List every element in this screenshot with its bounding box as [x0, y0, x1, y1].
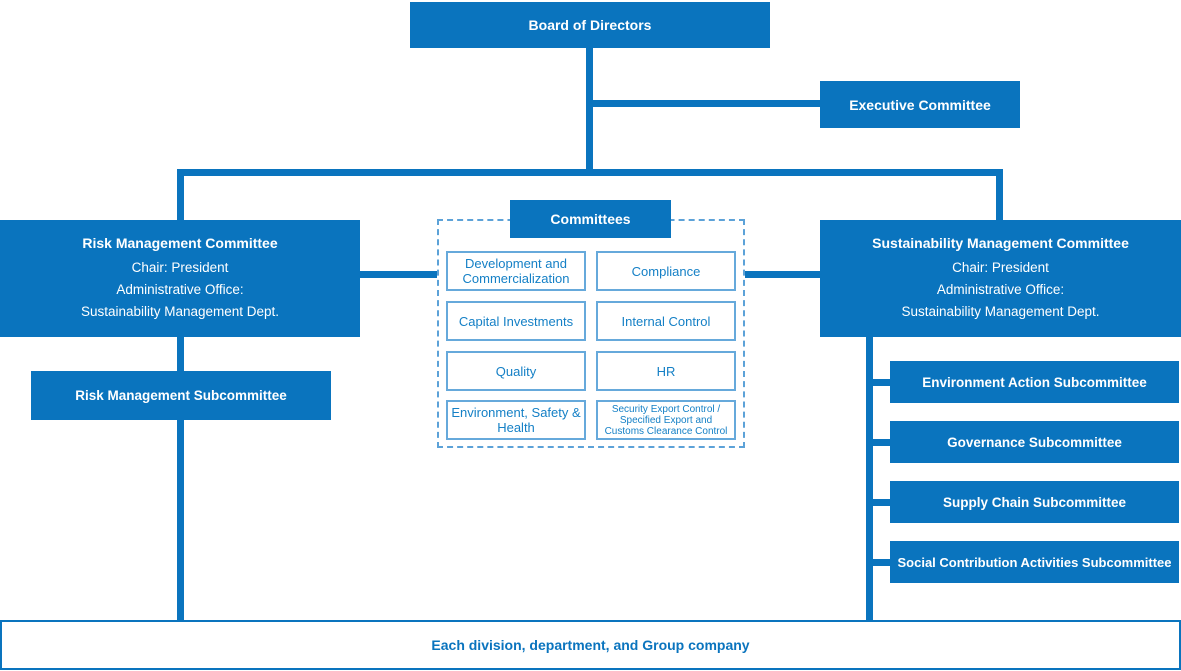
- executive-committee-label: Executive Committee: [849, 96, 991, 113]
- executive-committee-box: Executive Committee: [820, 81, 1020, 128]
- sustainability-committee-chair: Chair: President: [952, 260, 1049, 275]
- committees-header-box: Committees: [510, 200, 671, 238]
- risk-management-committee-box: Risk Management Committee Chair: Preside…: [0, 220, 360, 337]
- social-contribution-subcommittee-label: Social Contribution Activities Subcommit…: [897, 554, 1172, 570]
- committee-item-internal-control: Internal Control: [596, 301, 736, 341]
- environment-action-subcommittee-box: Environment Action Subcommittee: [890, 361, 1179, 403]
- committee-item-environment-safety-health: Environment, Safety & Health: [446, 400, 586, 440]
- divisions-box: Each division, department, and Group com…: [0, 620, 1181, 670]
- connector-right-trunk: [996, 169, 1003, 220]
- divisions-label: Each division, department, and Group com…: [431, 637, 750, 653]
- sustainability-management-committee-title: Sustainability Management Committee: [872, 235, 1129, 251]
- governance-subcommittee-box: Governance Subcommittee: [890, 421, 1179, 463]
- risk-management-subcommittee-box: Risk Management Subcommittee: [31, 371, 331, 420]
- sustainability-committee-office-value: Sustainability Management Dept.: [901, 304, 1100, 319]
- supply-chain-subcommittee-box: Supply Chain Subcommittee: [890, 481, 1179, 523]
- connector-subcommittee-branch-4: [866, 559, 890, 566]
- connector-executive-branch: [586, 100, 820, 107]
- committee-item-security-export-control: Security Export Control / Specified Expo…: [596, 400, 736, 440]
- sustainability-management-committee-box: Sustainability Management Committee Chai…: [820, 220, 1181, 337]
- risk-committee-office-label: Administrative Office:: [116, 282, 244, 297]
- risk-management-committee-title: Risk Management Committee: [82, 235, 278, 251]
- connector-subcommittee-branch-1: [866, 379, 890, 386]
- sustainability-committee-office-label: Administrative Office:: [936, 282, 1065, 297]
- connector-risk-to-committees: [360, 271, 437, 278]
- connector-subcommittee-branch-3: [866, 499, 890, 506]
- connector-sustainability-trunk: [866, 337, 873, 620]
- social-contribution-subcommittee-box: Social Contribution Activities Subcommit…: [890, 541, 1179, 583]
- committee-item-quality: Quality: [446, 351, 586, 391]
- committee-item-hr: HR: [596, 351, 736, 391]
- governance-subcommittee-label: Governance Subcommittee: [947, 434, 1122, 450]
- risk-management-subcommittee-label: Risk Management Subcommittee: [75, 388, 287, 403]
- supply-chain-subcommittee-label: Supply Chain Subcommittee: [942, 494, 1127, 510]
- committee-item-capital-investments: Capital Investments: [446, 301, 586, 341]
- connector-board-trunk: [586, 48, 593, 176]
- connector-main-horizontal: [177, 169, 1003, 176]
- connector-committees-to-sustainability: [745, 271, 820, 278]
- board-of-directors-label: Board of Directors: [528, 17, 652, 33]
- committee-item-compliance: Compliance: [596, 251, 736, 291]
- committees-header-label: Committees: [550, 211, 631, 227]
- committee-item-development-and-commercialization: Development and Commercialization: [446, 251, 586, 291]
- board-of-directors-box: Board of Directors: [410, 2, 770, 48]
- risk-committee-chair: Chair: President: [131, 260, 229, 275]
- risk-committee-office-value: Sustainability Management Dept.: [80, 304, 280, 319]
- connector-subcommittee-branch-2: [866, 439, 890, 446]
- environment-action-subcommittee-label: Environment Action Subcommittee: [922, 374, 1147, 390]
